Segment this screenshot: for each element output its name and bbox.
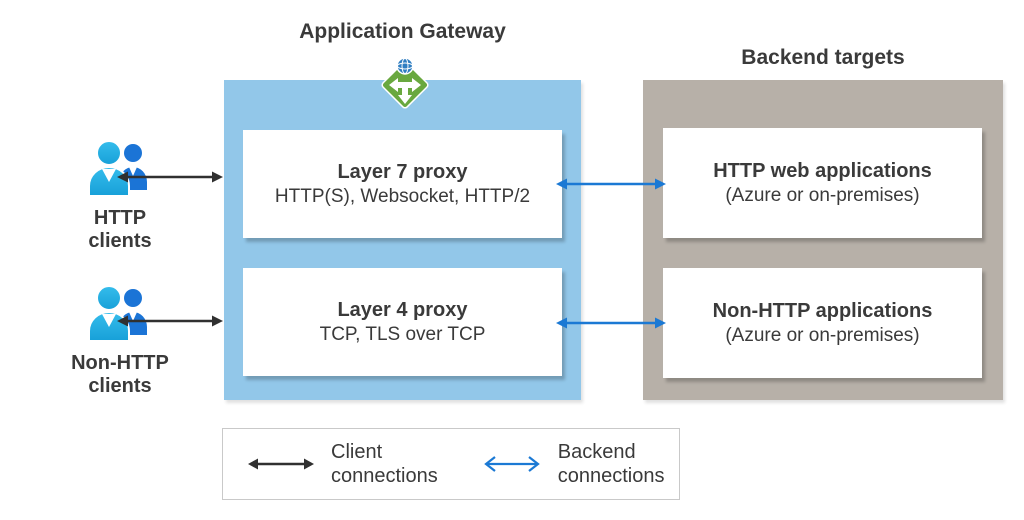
legend-item-backend-connections: Backend connections xyxy=(482,440,665,488)
layer7-proxy-subtitle: HTTP(S), Websocket, HTTP/2 xyxy=(274,185,531,207)
application-gateway-container: Layer 7 proxy HTTP(S), Websocket, HTTP/2… xyxy=(224,80,581,400)
legend-backend-connections-label: Backend connections xyxy=(557,441,665,487)
backend-targets-title: Backend targets xyxy=(741,46,905,69)
non-http-applications-title: Non-HTTP applications xyxy=(712,299,933,322)
client-connection-arrow-icon xyxy=(117,315,223,327)
non-http-clients-group: Non-HTTP clients xyxy=(50,283,190,398)
http-clients-group: HTTP clients xyxy=(50,138,190,253)
layer7-proxy-title: Layer 7 proxy xyxy=(337,160,468,183)
layer4-proxy-subtitle: TCP, TLS over TCP xyxy=(319,323,486,345)
non-http-clients-label: Non-HTTP clients xyxy=(71,352,169,397)
legend-item-client-connections: Client connections xyxy=(247,440,438,488)
non-http-applications-card: Non-HTTP applications (Azure or on-premi… xyxy=(663,268,982,378)
application-gateway-title: Application Gateway xyxy=(299,20,506,43)
http-web-applications-title: HTTP web applications xyxy=(713,159,932,182)
http-web-applications-subtitle: (Azure or on-premises) xyxy=(725,184,920,206)
backend-connection-arrow-icon xyxy=(483,456,540,472)
client-connection-arrow-icon xyxy=(117,171,223,183)
backend-targets-container: HTTP web applications (Azure or on-premi… xyxy=(643,80,1003,400)
layer4-proxy-title: Layer 4 proxy xyxy=(337,298,468,321)
layer7-proxy-card: Layer 7 proxy HTTP(S), Websocket, HTTP/2 xyxy=(243,130,562,238)
application-gateway-icon xyxy=(381,57,429,109)
backend-connection-arrow-icon xyxy=(556,317,666,329)
backend-connection-arrow-icon xyxy=(556,178,666,190)
http-web-applications-card: HTTP web applications (Azure or on-premi… xyxy=(663,128,982,238)
http-clients-label: HTTP clients xyxy=(88,207,152,252)
legend-client-connections-label: Client connections xyxy=(331,441,438,487)
legend: Client connections Backend connections xyxy=(222,428,680,500)
layer4-proxy-card: Layer 4 proxy TCP, TLS over TCP xyxy=(243,268,562,376)
client-connection-arrow-icon xyxy=(248,458,314,470)
clients-icon xyxy=(88,285,147,342)
non-http-applications-subtitle: (Azure or on-premises) xyxy=(725,324,920,346)
clients-icon xyxy=(88,140,147,197)
